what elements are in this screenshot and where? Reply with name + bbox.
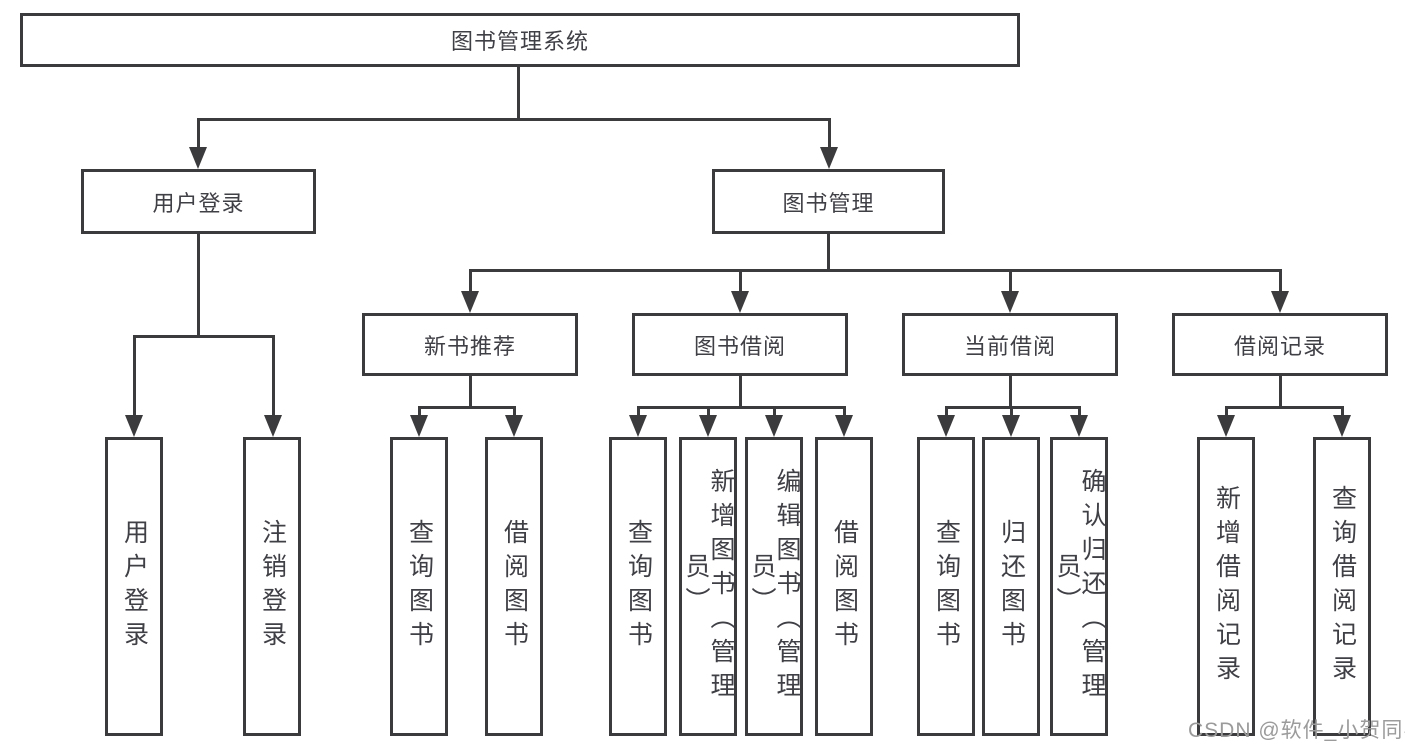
connector-line [827,234,830,272]
connector-line [773,406,776,419]
leaf-borrow-books: 借阅图书 [815,437,873,736]
node-new-book-recommend: 新书推荐 [362,313,578,376]
watermark: CSDN @软件_小贺同学 [1188,719,1405,742]
connector-line [1279,269,1282,295]
connector-line [945,406,948,419]
leaf-add-books-admin: 新增图书（管理员） [679,437,737,736]
arrow-down-icon [937,415,955,437]
arrow-down-icon [461,291,479,313]
connector-line [517,67,520,120]
connector-line [197,234,200,337]
connector-line [272,335,275,419]
connector-line [1225,406,1344,409]
leaf-query-books-borrow: 查询图书 [609,437,667,736]
connector-line [739,376,742,408]
connector-line [418,406,421,419]
connector-line [418,406,516,409]
connector-line [1009,376,1012,408]
arrow-down-icon [1217,415,1235,437]
leaf-return-books: 归还图书 [982,437,1040,736]
node-book-management: 图书管理 [712,169,945,234]
connector-line [197,118,200,151]
arrow-down-icon [1001,291,1019,313]
connector-line [1078,406,1081,419]
connector-line [197,118,831,121]
leaf-add-borrow-record: 新增借阅记录 [1197,437,1255,736]
connector-line [1010,406,1013,419]
arrow-down-icon [629,415,647,437]
connector-line [828,118,831,151]
leaf-query-borrow-record: 查询借阅记录 [1313,437,1371,736]
arrow-down-icon [1333,415,1351,437]
arrow-down-icon [1271,291,1289,313]
connector-line [133,335,275,338]
arrow-down-icon [410,415,428,437]
connector-line [739,269,742,295]
connector-line [637,406,640,419]
arrow-down-icon [835,415,853,437]
arrow-down-icon [125,415,143,437]
connector-line [469,376,472,408]
connector-line [1341,406,1344,419]
node-borrow-records: 借阅记录 [1172,313,1388,376]
connector-line [843,406,846,419]
leaf-borrow-books-recommend: 借阅图书 [485,437,543,736]
connector-line [469,269,1282,272]
connector-line [637,406,846,409]
connector-line [1225,406,1228,419]
arrow-down-icon [699,415,717,437]
connector-line [707,406,710,419]
arrow-down-icon [1070,415,1088,437]
arrow-down-icon [189,147,207,169]
arrow-down-icon [505,415,523,437]
node-library-management-system: 图书管理系统 [20,13,1020,67]
leaf-confirm-return-admin: 确认归还（管理员） [1050,437,1108,736]
node-current-borrow: 当前借阅 [902,313,1118,376]
arrow-down-icon [731,291,749,313]
leaf-query-books-recommend: 查询图书 [390,437,448,736]
arrow-down-icon [264,415,282,437]
leaf-query-books-current: 查询图书 [917,437,975,736]
connector-line [513,406,516,419]
connector-line [1009,269,1012,295]
arrow-down-icon [820,147,838,169]
leaf-logout: 注销登录 [243,437,301,736]
connector-line [133,335,136,419]
leaf-edit-books-admin: 编辑图书（管理员） [745,437,803,736]
node-book-borrow: 图书借阅 [632,313,848,376]
leaf-user-login: 用户登录 [105,437,163,736]
arrow-down-icon [765,415,783,437]
connector-line [1279,376,1282,408]
connector-line [945,406,1081,409]
arrow-down-icon [1002,415,1020,437]
connector-line [469,269,472,295]
node-user-login: 用户登录 [81,169,316,234]
